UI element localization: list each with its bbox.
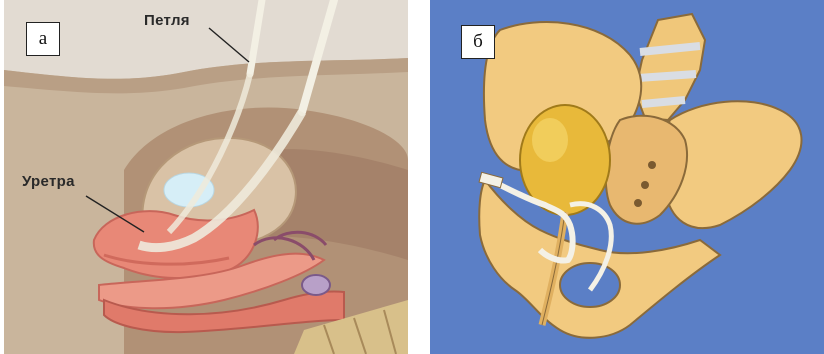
panel-letter-b: б	[461, 25, 495, 59]
obturator-foramen	[560, 263, 620, 307]
sacral-foramen-3	[634, 199, 642, 207]
panel-letter-a: а	[26, 22, 60, 56]
panel-a-sagittal-illustration: а Петля Уретра	[4, 0, 408, 354]
vessel-node	[302, 275, 330, 295]
bladder-highlight	[532, 118, 568, 162]
loop-label: Петля	[144, 12, 190, 29]
sacral-foramen-2	[641, 181, 649, 189]
panel-b-pelvis-illustration: б	[430, 0, 824, 354]
sacral-foramen-1	[648, 161, 656, 169]
urethra-label: Уретра	[22, 173, 75, 190]
